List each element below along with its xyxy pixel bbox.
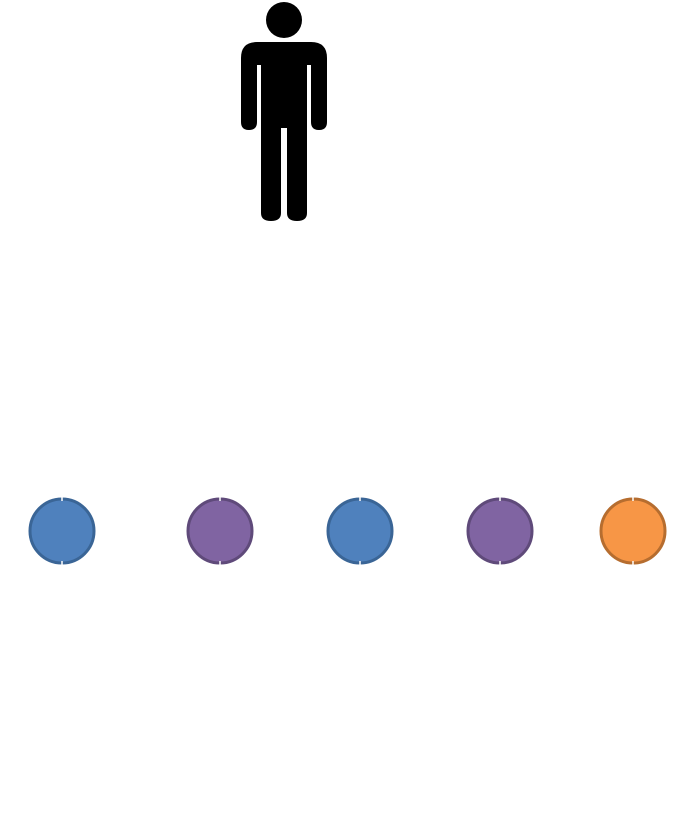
node-orange-5 [599, 497, 667, 565]
node-blue-1 [28, 497, 96, 565]
node-circle [186, 497, 254, 565]
node-row [28, 497, 667, 565]
node-circle [599, 497, 667, 565]
node-circle [326, 497, 394, 565]
node-blue-3 [326, 497, 394, 565]
person-standing-icon [241, 2, 327, 221]
person-head [266, 2, 302, 38]
node-circle [466, 497, 534, 565]
person-body [241, 42, 327, 221]
node-purple-2 [186, 497, 254, 565]
node-circle [28, 497, 96, 565]
node-purple-4 [466, 497, 534, 565]
